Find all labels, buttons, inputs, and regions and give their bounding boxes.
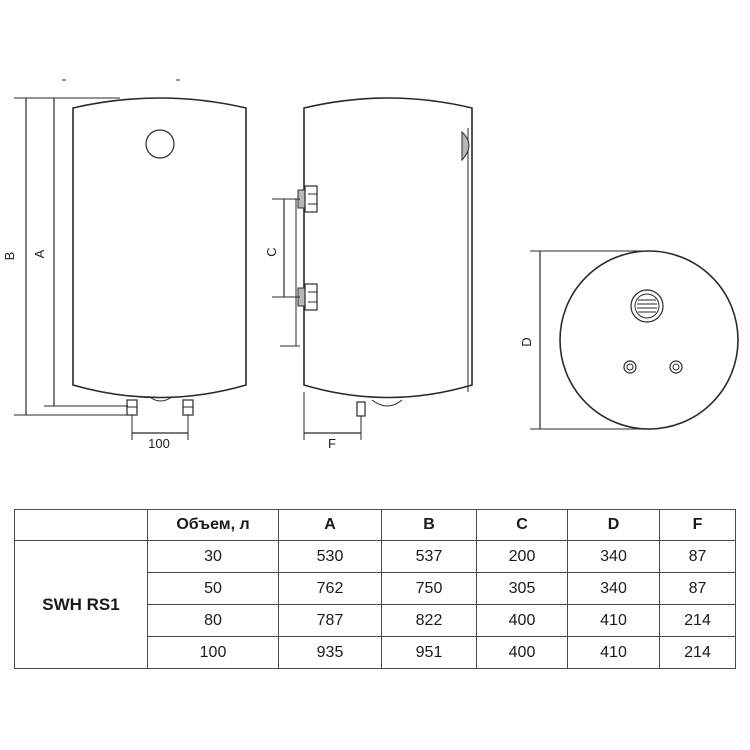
table-cell: 400 xyxy=(476,636,568,669)
table-cell: 87 xyxy=(659,540,736,573)
table-cell: 410 xyxy=(567,636,660,669)
model-name-cell: SWH RS1 xyxy=(14,540,148,669)
table-header-blank xyxy=(14,509,148,541)
front-view-tank-body xyxy=(72,97,247,399)
table-cell: 822 xyxy=(381,604,477,637)
table-cell: 530 xyxy=(278,540,382,573)
dim-b-label: B xyxy=(2,252,17,261)
table-header-c: C xyxy=(476,509,568,541)
table-cell: 750 xyxy=(381,572,477,605)
table-cell: 214 xyxy=(659,636,736,669)
bottom-view-knob-ridges xyxy=(637,299,657,313)
table-cell: 400 xyxy=(476,604,568,637)
table-cell: 305 xyxy=(476,572,568,605)
side-view-pipe xyxy=(356,401,366,417)
bottom-view-pipe-left xyxy=(623,360,637,374)
side-view-bracket-upper-mount xyxy=(304,185,318,213)
side-view-tank-body xyxy=(303,97,473,399)
spec-table: Объем, л A B C D F SWH RS1 30 530 537 20… xyxy=(14,509,736,669)
table-header-a: A xyxy=(278,509,382,541)
table-cell: 410 xyxy=(567,604,660,637)
bottom-view-thermostat-knob xyxy=(630,289,664,323)
table-cell: 214 xyxy=(659,604,736,637)
dim-f-label: F xyxy=(328,436,336,451)
dim-d-label: D xyxy=(519,337,534,346)
table-header-volume: Объем, л xyxy=(147,509,279,541)
bottom-view-tank-circle xyxy=(559,250,739,430)
table-cell: 762 xyxy=(278,572,382,605)
table-cell: 340 xyxy=(567,540,660,573)
table-row: SWH RS1 30 530 537 200 340 87 xyxy=(14,540,736,669)
table-header-f: F xyxy=(659,509,736,541)
table-header-row: Объем, л A B C D F xyxy=(14,509,736,541)
table-cell: 80 xyxy=(147,604,279,637)
table-cell: 30 xyxy=(147,540,279,573)
table-cell: 537 xyxy=(381,540,477,573)
front-view-indicator-circle xyxy=(145,129,175,159)
side-view-indicator xyxy=(461,130,470,162)
table-cell: 87 xyxy=(659,572,736,605)
table-header-d: D xyxy=(567,509,660,541)
table-cell: 935 xyxy=(278,636,382,669)
bottom-view-pipe-right xyxy=(669,360,683,374)
table-cell: 787 xyxy=(278,604,382,637)
table-cell: 200 xyxy=(476,540,568,573)
dim-a-label: A xyxy=(32,249,47,258)
table-cell: 50 xyxy=(147,572,279,605)
dim-100-label: 100 xyxy=(148,436,170,451)
table-cell: 951 xyxy=(381,636,477,669)
dim-c-label: C xyxy=(264,247,279,256)
table-row: 80 787 822 400 410 214 xyxy=(15,604,736,637)
front-view-bottom-flange xyxy=(149,396,173,402)
table-cell: 100 xyxy=(147,636,279,669)
technical-drawing: B A 100 C xyxy=(2,79,739,451)
table-header-b: B xyxy=(381,509,477,541)
table-cell: 340 xyxy=(567,572,660,605)
table-row: 100 935 951 400 410 214 xyxy=(15,636,736,669)
side-view-bracket-lower-mount xyxy=(304,283,318,311)
side-view: C F xyxy=(264,97,473,451)
bottom-view: D xyxy=(519,250,739,430)
front-view: B A 100 xyxy=(2,79,247,451)
